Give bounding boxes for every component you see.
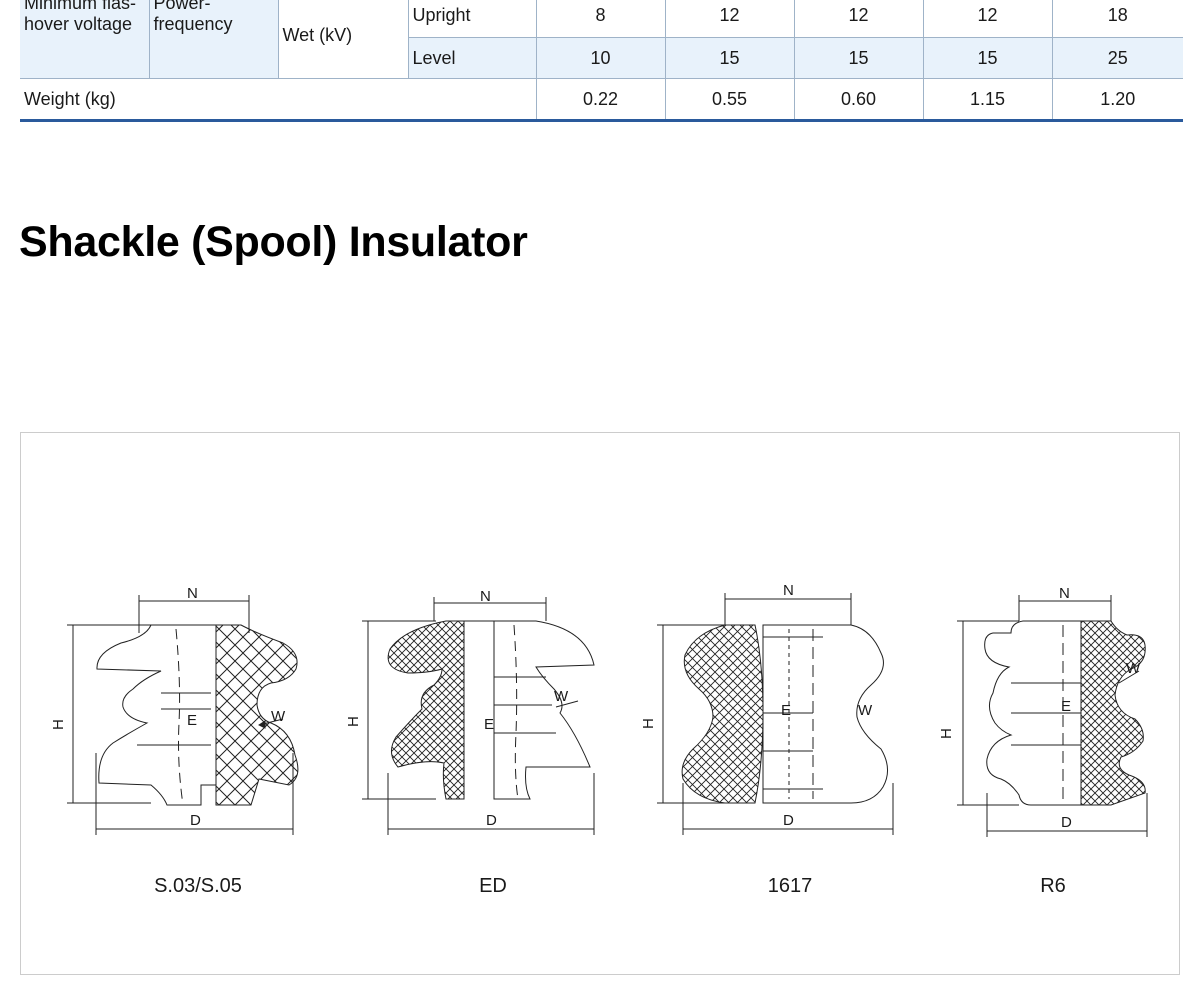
drawing-1617: N H D E W (640, 573, 903, 835)
w-dimension-label: W (271, 708, 286, 725)
table-cell: 12 (664, 0, 795, 38)
e-dimension-label: E (781, 702, 791, 719)
table-cell: 0.55 (664, 78, 795, 122)
n-dimension-label: N (187, 585, 198, 602)
h-dimension-label: H (345, 716, 362, 727)
n-dimension-label: N (783, 582, 794, 599)
n-dimension-label: N (480, 588, 491, 605)
table-cell: 15 (664, 37, 795, 79)
caption-ed: ED (479, 875, 507, 897)
wet-kv-label: Wet (kV) (277, 0, 409, 79)
table-cell: 18 (1051, 0, 1183, 38)
d-dimension-label: D (1061, 814, 1072, 831)
drawing-r6: N H D E W (931, 573, 1161, 837)
h-dimension-label: H (938, 728, 955, 739)
d-dimension-label: D (486, 812, 497, 829)
n-dimension-label: N (1059, 585, 1070, 602)
weight-label: Weight (kg) (20, 78, 537, 122)
flashover-voltage-label: Minimum flas- hover voltage (20, 0, 150, 79)
caption-s03-s05: S.03/S.05 (154, 875, 242, 897)
insulator-ed-diagram: N H D E W (345, 588, 595, 835)
w-dimension-label: W (1126, 660, 1141, 677)
caption-1617: 1617 (767, 875, 813, 897)
table-cell: 10 (535, 37, 666, 79)
drawings-panel: N H D E W S.03/S.05 (20, 432, 1180, 975)
table-cell: 1.20 (1051, 78, 1183, 122)
insulator-r6-diagram: N H D E W (938, 585, 1148, 837)
table-row-weight: Weight (kg) 0.22 0.55 0.60 1.15 1.20 (20, 78, 1183, 122)
table-cell: 12 (922, 0, 1053, 38)
spec-table: Minimum flas- hover voltage Power- frequ… (20, 0, 1183, 122)
e-dimension-label: E (187, 712, 197, 729)
table-cell: 25 (1051, 37, 1183, 79)
d-dimension-label: D (783, 812, 794, 829)
drawing-ed: N H D E W (345, 573, 606, 835)
table-cell: 8 (535, 0, 666, 38)
insulator-s03-diagram: N H D E W (50, 585, 299, 835)
w-dimension-label: W (858, 702, 873, 719)
caption-r6: R6 (1040, 875, 1066, 897)
insulator-1617-diagram: N H D E W (640, 582, 894, 835)
upright-label: Upright (407, 0, 537, 38)
section-title: Shackle (Spool) Insulator (19, 218, 528, 266)
h-dimension-label: H (640, 718, 657, 729)
w-dimension-label: W (554, 688, 569, 705)
table-cell: 15 (922, 37, 1053, 79)
level-label: Level (408, 37, 537, 79)
h-dimension-label: H (50, 719, 67, 730)
e-dimension-label: E (1061, 698, 1071, 715)
table-row-upright: Minimum flas- hover voltage Power- frequ… (20, 0, 1183, 79)
d-dimension-label: D (190, 812, 201, 829)
table-cell: 15 (793, 37, 924, 79)
drawing-s03-s05: N H D E W (50, 573, 311, 835)
table-cell: 12 (793, 0, 924, 38)
table-cell: 0.22 (535, 78, 666, 122)
table-cell: 0.60 (793, 78, 924, 122)
e-dimension-label: E (484, 716, 494, 733)
power-frequency-label: Power- frequency (148, 0, 279, 79)
table-cell: 1.15 (922, 78, 1053, 122)
